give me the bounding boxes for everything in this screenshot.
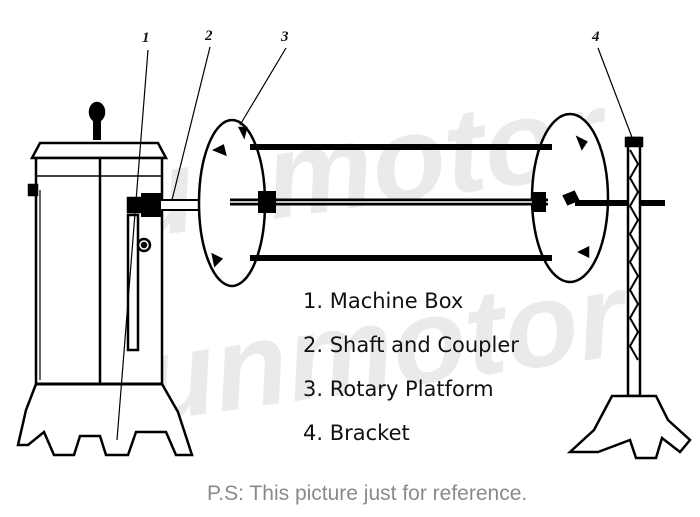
- parts-legend: 1. Machine Box 2. Shaft and Coupler 3. R…: [303, 286, 519, 462]
- machine-box: [16, 101, 194, 457]
- legend-item-bracket: 4. Bracket: [303, 421, 410, 445]
- callout-1: 1: [142, 30, 150, 46]
- callout-3: 3: [281, 29, 289, 45]
- legend-item-rotary-platform: 3. Rotary Platform: [303, 377, 494, 401]
- callout-2: 2: [205, 28, 213, 44]
- legend-item-machine-box: 1. Machine Box: [303, 289, 464, 313]
- shaft-and-coupler: [141, 193, 201, 217]
- rotary-platform: [197, 112, 610, 288]
- callout-4: 4: [592, 29, 600, 45]
- leader-lines: [116, 46, 634, 441]
- legend-item-shaft-coupler: 2. Shaft and Coupler: [303, 333, 519, 357]
- reference-note: P.S: This picture just for reference.: [207, 482, 528, 505]
- bracket: [566, 136, 692, 460]
